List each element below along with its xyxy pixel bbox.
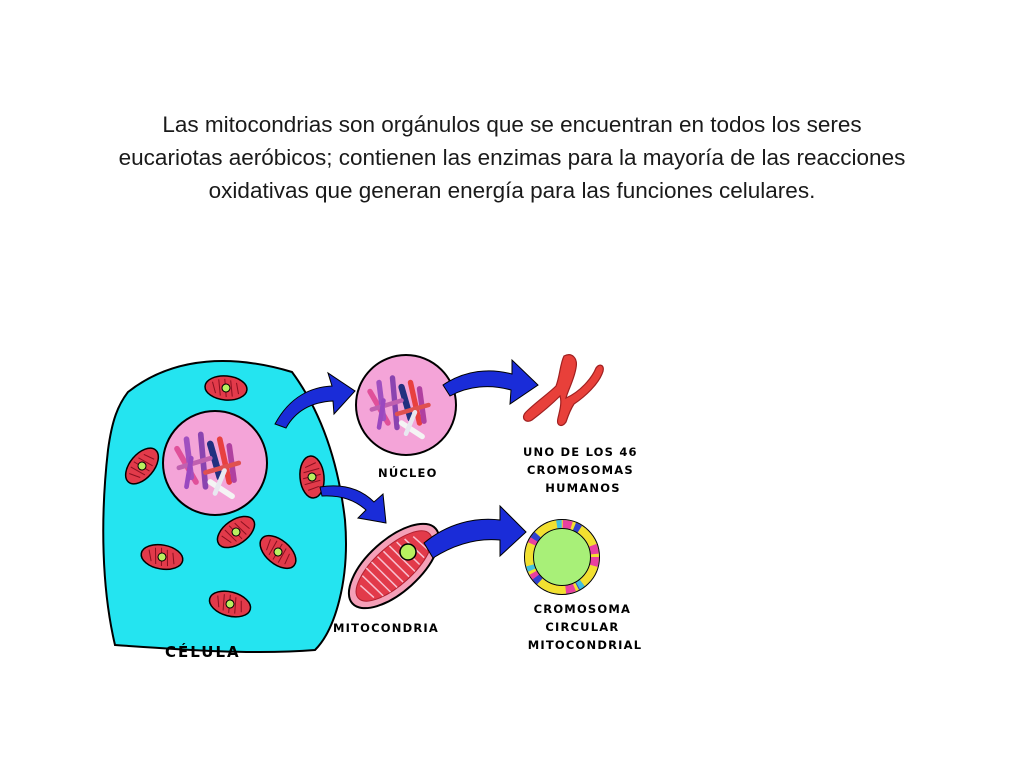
paragraph-line-1: Las mitocondrias son orgánulos que se en… <box>162 112 862 137</box>
label-cromosoma-humano-line: HUMANOS <box>545 481 620 495</box>
label-nucleo: NÚCLEO <box>378 465 438 480</box>
label-cromosoma-circular-line: CIRCULAR <box>545 620 619 634</box>
arrow-to-circular-chromosome <box>423 504 527 559</box>
label-cromosoma-circular-line: MITOCONDRIAL <box>528 638 643 652</box>
label-cromosoma-humano-line: CROMOSOMAS <box>527 463 634 477</box>
arrow-to-mitochondrion <box>319 485 387 524</box>
mitochondrial-dna-dot <box>399 543 417 561</box>
paragraph-line-3: oxidativas que generan energía para las … <box>208 178 816 203</box>
human-chromosome <box>522 354 604 427</box>
arrow-to-nucleus <box>274 371 356 429</box>
label-cromosoma-circular: CROMOSOMA CIRCULAR MITOCONDRIAL <box>528 602 643 652</box>
label-mitocondria: MITOCONDRIA <box>333 621 439 635</box>
label-cromosoma-humano-line: UNO DE LOS 46 <box>523 445 638 459</box>
arrow-to-chromosome <box>442 358 539 405</box>
slide-paragraph: Las mitocondrias son orgánulos que se en… <box>40 108 984 207</box>
enlarged-mitochondrion <box>347 522 441 610</box>
label-cromosoma-circular-line: CROMOSOMA <box>534 602 632 616</box>
label-cromosoma-humano: UNO DE LOS 46 CROMOSOMAS HUMANOS <box>523 445 643 495</box>
label-celula: CÉLULA <box>165 642 241 661</box>
circular-chromosome <box>524 519 600 595</box>
paragraph-line-2: eucariotas aeróbicos; contienen las enzi… <box>118 145 906 170</box>
